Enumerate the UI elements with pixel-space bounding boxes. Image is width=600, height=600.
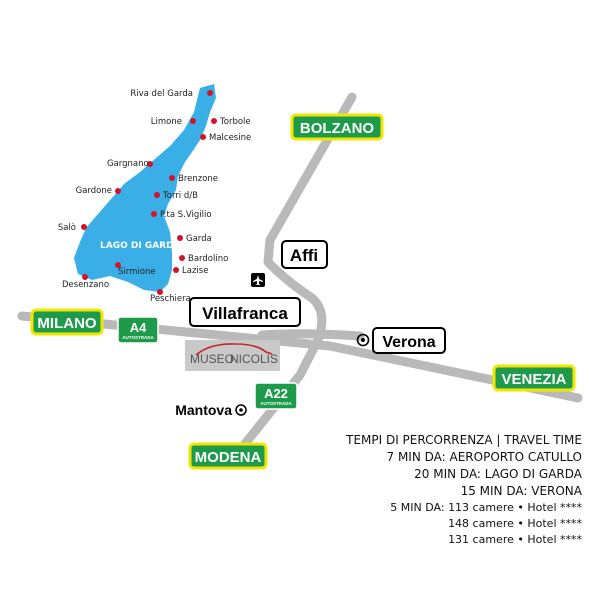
- sign-bolzano: BOLZANO: [290, 113, 384, 141]
- svg-text:Mantova: Mantova: [175, 402, 232, 418]
- city-affi: Affi: [281, 240, 328, 269]
- town-bardolino: Bardolino: [188, 254, 228, 264]
- dot-brenzone: [169, 175, 175, 181]
- dot-gardone: [115, 188, 121, 194]
- town-torri: Torri d/B: [162, 191, 198, 201]
- dot-peschiera: [157, 289, 163, 295]
- town-gardone: Gardone: [76, 186, 112, 196]
- svg-text:NICOLIS: NICOLIS: [230, 352, 278, 366]
- dot-lazise: [173, 267, 179, 273]
- travel-time-info: TEMPI DI PERCORRENZA | TRAVEL TIME 7 MIN…: [346, 432, 582, 548]
- shield-a4: A4 AUTOSTRADA: [117, 316, 159, 344]
- lake-garda-shape: [74, 84, 216, 292]
- info-line: 131 camere • Hotel ****: [448, 533, 582, 546]
- dot-sirmione: [115, 262, 121, 268]
- dot-limone: [190, 118, 196, 124]
- info-line: 5 MIN DA: 113 camere • Hotel ****: [390, 501, 582, 514]
- town-sirmione: Sirmione: [118, 267, 156, 277]
- city-mantova: Mantova: [175, 402, 247, 418]
- sign-milano: MILANO: [30, 308, 104, 336]
- city-target-icon: [356, 333, 370, 347]
- svg-text:BOLZANO: BOLZANO: [300, 120, 374, 137]
- airplane-icon: [251, 273, 265, 287]
- town-garda: Garda: [186, 234, 212, 244]
- svg-text:Villafranca: Villafranca: [202, 304, 288, 323]
- town-riva: Riva del Garda: [130, 89, 193, 99]
- town-lazise: Lazise: [182, 266, 208, 276]
- dot-vigilio: [151, 211, 157, 217]
- sign-modena: MODENA: [188, 442, 268, 470]
- svg-text:A22: A22: [264, 386, 288, 401]
- svg-text:MILANO: MILANO: [37, 315, 96, 332]
- dot-torri: [154, 192, 160, 198]
- svg-text:VENEZIA: VENEZIA: [501, 371, 566, 388]
- town-malcesine: Malcesine: [209, 133, 251, 143]
- town-vigilio: P.ta S.Vigilio: [160, 210, 212, 220]
- info-line: 148 camere • Hotel ****: [448, 517, 582, 530]
- town-desenzano: Desenzano: [62, 280, 109, 290]
- info-heading: TEMPI DI PERCORRENZA | TRAVEL TIME: [346, 433, 582, 447]
- dot-garda: [177, 235, 183, 241]
- town-dots: [81, 90, 217, 295]
- dot-malcesine: [200, 134, 206, 140]
- road-villafranca-verona: [257, 329, 365, 341]
- town-gargnano: Gargnano: [107, 159, 149, 169]
- svg-text:AUTOSTRADA: AUTOSTRADA: [260, 401, 292, 406]
- road-a22: [235, 335, 323, 455]
- sign-venezia: VENEZIA: [492, 364, 576, 392]
- town-brenzone: Brenzone: [178, 174, 218, 184]
- svg-text:Verona: Verona: [382, 334, 435, 351]
- town-salo: Salò: [58, 222, 76, 233]
- city-target-icon: [235, 404, 247, 416]
- city-verona: Verona: [356, 327, 446, 354]
- road-north: [263, 92, 357, 345]
- info-line: 20 MIN DA: LAGO DI GARDA: [414, 467, 582, 481]
- info-line: 15 MIN DA: VERONA: [460, 484, 582, 498]
- dot-torbole: [211, 118, 217, 124]
- svg-text:Affi: Affi: [290, 246, 318, 265]
- dot-riva: [207, 90, 213, 96]
- lake-label: LAGO DI GARDA: [100, 241, 181, 251]
- town-peschiera: Peschiera: [150, 294, 191, 304]
- dot-bardolino: [179, 255, 185, 261]
- city-villafranca: Villafranca: [189, 297, 301, 327]
- svg-text:MUSEO: MUSEO: [190, 352, 234, 366]
- museum-logo: MUSEO NICOLIS: [185, 340, 280, 371]
- svg-text:AUTOSTRADA: AUTOSTRADA: [122, 335, 154, 340]
- svg-text:MODENA: MODENA: [195, 449, 262, 466]
- shield-a22: A22 AUTOSTRADA: [254, 382, 298, 410]
- svg-text:A4: A4: [130, 320, 147, 335]
- dot-desenzano: [82, 274, 88, 280]
- town-torbole: Torbole: [219, 117, 251, 127]
- museum-car-outline: [195, 343, 273, 356]
- dot-salo: [81, 224, 87, 230]
- info-line: 7 MIN DA: AEROPORTO CATULLO: [386, 450, 583, 464]
- town-limone: Limone: [151, 117, 182, 127]
- town-labels: Riva del Garda Torbole Limone Malcesine …: [58, 89, 251, 304]
- dot-gargnano: [147, 161, 153, 167]
